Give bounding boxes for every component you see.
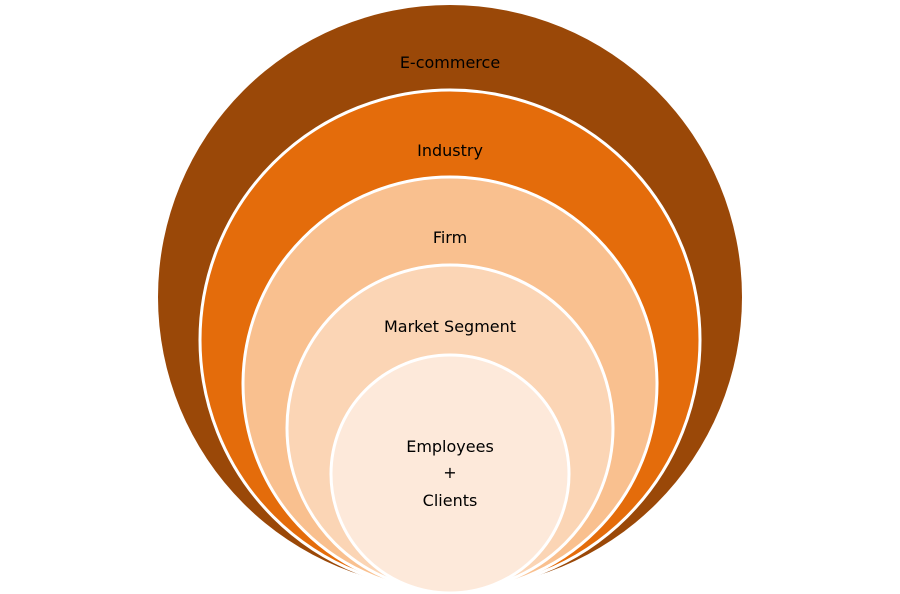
label-clients: Clients [423, 491, 478, 510]
label-market-segment: Market Segment [384, 317, 516, 336]
label-plus: + [443, 463, 456, 482]
label-ecommerce: E-commerce [400, 53, 500, 72]
label-firm: Firm [433, 228, 467, 247]
layer-employees-clients-circle [329, 353, 571, 594]
label-employees: Employees [406, 437, 494, 456]
label-industry: Industry [417, 141, 483, 160]
